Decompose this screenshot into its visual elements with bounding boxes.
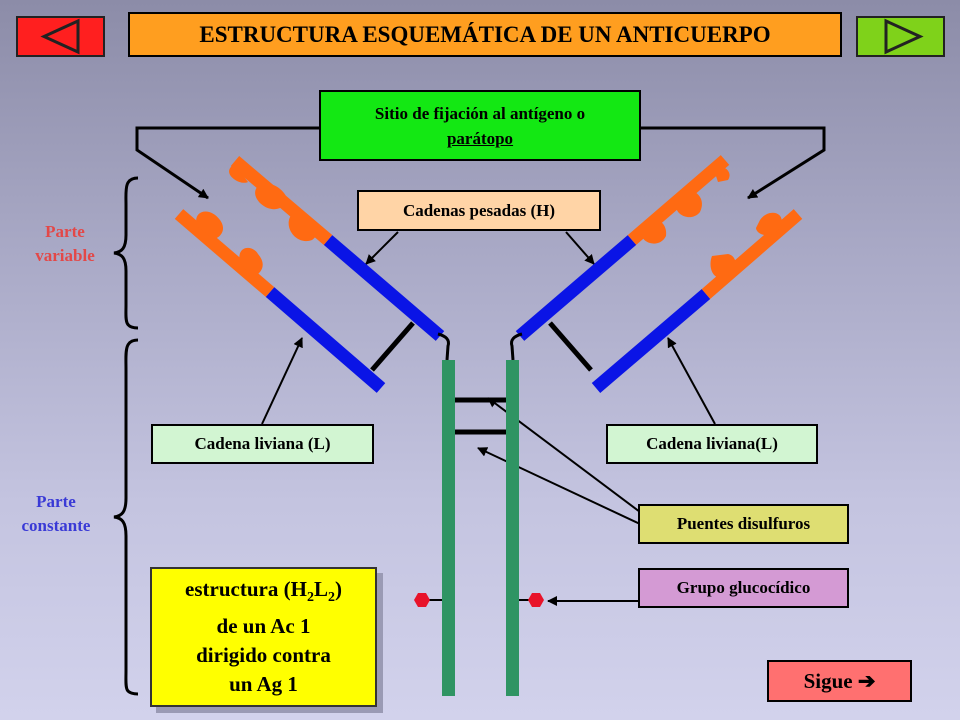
right-arm (510, 155, 803, 393)
paratope-bracket-right (641, 126, 826, 200)
right-heavy-constant (515, 235, 637, 341)
next-slide-button[interactable]: Sigue ➔ (767, 660, 912, 702)
disulfide-bridges-label: Puentes disulfuros (638, 504, 849, 544)
variable-part-label: Parte variable (10, 220, 120, 268)
next-button[interactable] (856, 16, 945, 57)
left-heavy-bumps (229, 166, 318, 242)
light-chain-right-label: Cadena liviana(L) (606, 424, 818, 464)
constant-brace (113, 338, 139, 696)
right-heavy-bumps (642, 167, 730, 244)
paratope-bracket-left (135, 126, 319, 200)
light-arrow-left (261, 337, 303, 425)
variable-part-line1: Parte (45, 222, 85, 241)
right-light-constant (591, 289, 711, 393)
summary-line4: un Ag 1 (229, 672, 298, 697)
glycosidic-group-label: Grupo glucocídico (638, 568, 849, 608)
right-light-bumps (710, 212, 782, 279)
variable-brace (113, 176, 139, 330)
left-heavy-constant (323, 235, 445, 341)
heavy-stem-right (506, 360, 519, 696)
sugar-hexagon-left (414, 593, 430, 607)
summary-line2: de un Ac 1 (216, 614, 311, 639)
sugar-hexagon-right (528, 593, 544, 607)
right-light-variable (701, 209, 803, 299)
heavy-chains-label: Cadenas pesadas (H) (357, 190, 601, 231)
constant-part-line2: constante (21, 516, 91, 535)
left-arm (174, 156, 450, 393)
structure-summary-box: estructura (H2L2) de un Ac 1 dirigido co… (150, 567, 377, 707)
disulfide-arrow-2 (477, 447, 641, 525)
antigen-site-line1: Sitio de fijación al antígeno o (374, 103, 586, 123)
constant-part-line1: Parte (36, 492, 76, 511)
summary-line3: dirigido contra (196, 643, 331, 668)
light-chain-left-label: Cadena liviana (L) (151, 424, 374, 464)
left-light-constant (265, 287, 386, 393)
prev-button[interactable] (16, 16, 105, 57)
right-interchain-bond (548, 321, 593, 372)
antigen-binding-site-label: Sitio de fijación al antígeno o parátopo (319, 90, 641, 161)
right-hinge (510, 332, 523, 361)
page-title: ESTRUCTURA ESQUEMÁTICA DE UN ANTICUERPO (128, 12, 842, 57)
heavy-arrow-right (565, 231, 595, 265)
triangle-left-icon (40, 18, 80, 55)
variable-part-line2: variable (35, 246, 95, 265)
triangle-right-icon (884, 18, 924, 55)
left-interchain-bond (370, 321, 415, 372)
summary-line1: estructura (H2L2) (185, 576, 342, 606)
heavy-arrow-left (365, 231, 399, 265)
constant-part-label: Parte constante (0, 490, 112, 538)
arrow-right-icon: ➔ (857, 668, 876, 693)
left-light-bumps (196, 211, 263, 277)
left-hinge (437, 332, 450, 361)
light-arrow-right (667, 337, 716, 425)
heavy-stem-left (442, 360, 455, 696)
antigen-site-line2: parátopo (446, 128, 514, 148)
left-light-variable (174, 209, 275, 297)
sigue-label: Sigue (803, 668, 853, 693)
